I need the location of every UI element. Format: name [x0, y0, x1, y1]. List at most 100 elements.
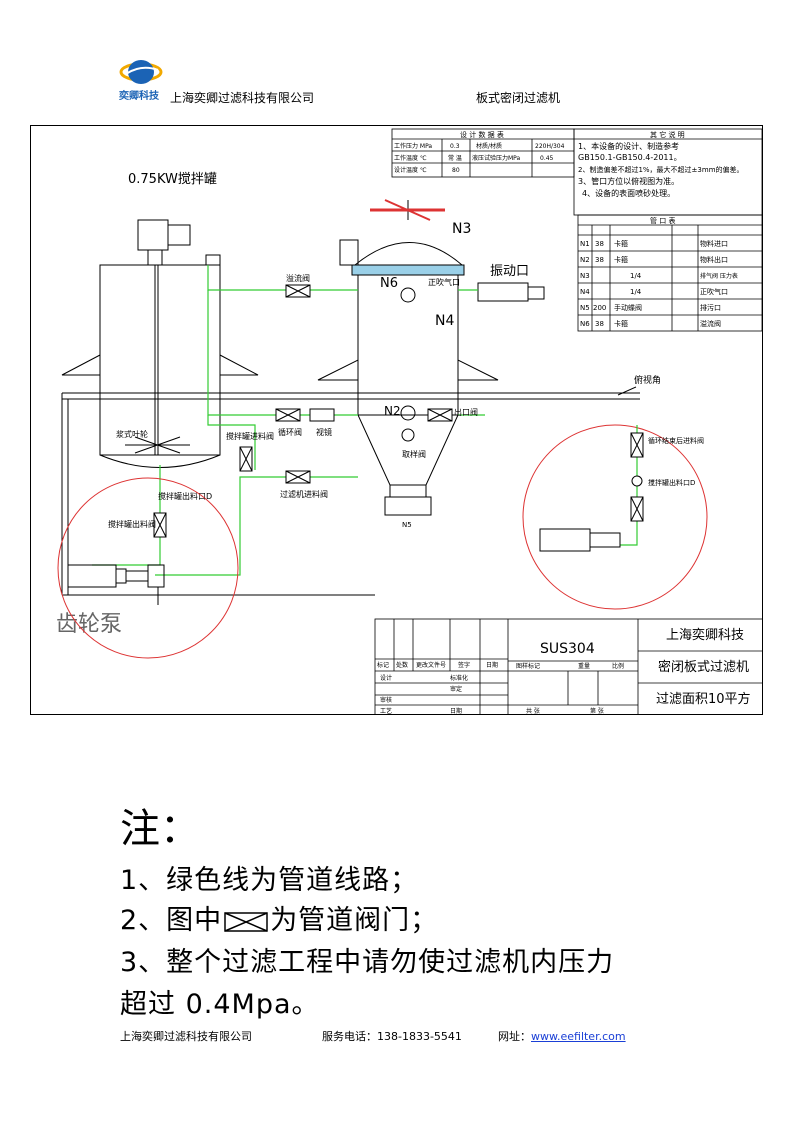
svg-text:工作温度 ℃: 工作温度 ℃ [394, 154, 427, 162]
stirring-tank [61, 219, 259, 468]
n4-label: N4 [435, 313, 454, 329]
outlet-valve-label: 出口阀 [454, 407, 478, 417]
svg-text:更改文件号: 更改文件号 [416, 661, 446, 669]
nozzle-table [577, 214, 763, 332]
svg-text:1/4: 1/4 [630, 272, 642, 280]
filter-inlet-valve-label: 过滤机进料阀 [280, 489, 328, 499]
valves [153, 284, 453, 538]
n3-label: N3 [452, 221, 471, 237]
svg-text:物料出口: 物料出口 [700, 255, 728, 264]
circulation-valve [275, 408, 301, 422]
design-table-title: 设 计 数 据 表 [460, 130, 504, 139]
company-logo [118, 56, 164, 100]
footer-phone: 服务电话：138-1833-5541 [322, 1030, 462, 1043]
process-drawing: 0.75KW搅拌罐 浆式叶轮 N3 N6 N4 N2 N5 正吹气口 振动口 取… [30, 125, 764, 716]
gear-pump [67, 564, 165, 605]
stirrer-label: 浆式叶轮 [116, 429, 148, 439]
note-line-3: 3、整个过滤工程中请勿使过滤机内压力 [120, 947, 615, 978]
svg-text:签字: 签字 [458, 661, 470, 669]
footer-website: 网址：www.eefilter.com [498, 1030, 626, 1043]
svg-text:工作压力 MPa: 工作压力 MPa [394, 142, 432, 150]
svg-text:处数: 处数 [396, 661, 408, 669]
svg-text:日期: 日期 [486, 661, 498, 669]
svg-text:溢流阀: 溢流阀 [700, 319, 721, 328]
svg-text:手动蝶阀: 手动蝶阀 [614, 303, 642, 312]
top-view-label: 俯视角 [634, 374, 661, 386]
sight-glass [309, 408, 335, 422]
svg-text:38: 38 [595, 256, 604, 264]
title-product: 密闭板式过滤机 [658, 659, 749, 675]
svg-text:设计温度 ℃: 设计温度 ℃ [394, 166, 427, 174]
svg-text:220H/304: 220H/304 [535, 143, 565, 150]
svg-text:N3: N3 [580, 272, 590, 280]
svg-text:液压试验压力MPa: 液压试验压力MPa [472, 154, 521, 162]
svg-text:日期: 日期 [450, 707, 462, 715]
n6-label: N6 [380, 276, 398, 291]
material-label: SUS304 [540, 641, 595, 657]
note-line-4: 超过 0.4Mpa。 [120, 989, 320, 1020]
svg-text:80: 80 [452, 167, 460, 174]
svg-text:1、本设备的设计、制造参考: 1、本设备的设计、制造参考 [578, 141, 679, 151]
header-product: 板式密闭过滤机 [476, 91, 561, 105]
svg-text:共 张: 共 张 [526, 707, 540, 715]
svg-text:0.45: 0.45 [540, 155, 554, 162]
svg-text:重量: 重量 [578, 662, 590, 670]
svg-text:图样标记: 图样标记 [516, 662, 540, 670]
overflow-valve [285, 284, 311, 298]
svg-text:审定: 审定 [450, 685, 462, 693]
svg-text:38: 38 [595, 240, 604, 248]
svg-text:N6: N6 [580, 320, 590, 328]
svg-text:4、设备的表面喷砂处理。: 4、设备的表面喷砂处理。 [582, 188, 675, 198]
svg-text:卡箍: 卡箍 [614, 239, 628, 248]
svg-text:第 张: 第 张 [590, 707, 604, 715]
svg-text:N4: N4 [580, 288, 590, 296]
svg-text:GB150.1-GB150.4-2011。: GB150.1-GB150.4-2011。 [578, 153, 682, 162]
svg-text:N5: N5 [580, 304, 590, 312]
tank-outlet-valve [153, 512, 167, 538]
footer-company: 上海奕卿过滤科技有限公司 [120, 1030, 252, 1043]
detail-circle-pump [57, 477, 239, 659]
svg-text:卡箍: 卡箍 [614, 255, 628, 264]
notes-title: 注： [120, 806, 200, 852]
filter-inlet-valve [285, 470, 311, 484]
svg-text:常 温: 常 温 [448, 154, 462, 162]
tank-outlet-label: 搅拌罐出料口D [158, 491, 212, 501]
sampling-valve-label: 取样阀 [402, 449, 426, 459]
tank-inlet-valve-label: 搅拌罐进料阀 [226, 431, 274, 441]
overflow-valve-label: 溢流阀 [286, 273, 310, 283]
svg-text:审核: 审核 [380, 696, 392, 704]
detail-circ-valve-label: 循环结束后进料阀 [648, 436, 704, 445]
title-area: 过滤面积10平方 [656, 691, 751, 707]
svg-text:3、管口方位以俯视图为准。: 3、管口方位以俯视图为准。 [578, 176, 679, 186]
title-company: 上海奕卿科技 [666, 627, 744, 643]
gear-pump-label: 齿轮泵 [56, 612, 122, 637]
tank-outlet-valve-label: 搅拌罐出料阀 [108, 519, 156, 529]
note-line-2: 2、图中为管道阀门； [120, 905, 439, 936]
website-link[interactable]: www.eefilter.com [531, 1030, 626, 1043]
svg-text:1/4: 1/4 [630, 288, 642, 296]
svg-text:卡箍: 卡箍 [614, 319, 628, 328]
valve-symbol-icon [224, 911, 268, 932]
svg-text:设计: 设计 [380, 674, 392, 682]
detail-circle-top-view [522, 424, 708, 610]
svg-text:工艺: 工艺 [380, 707, 392, 715]
logo-text: 奕卿科技 [119, 91, 159, 102]
n5-label: N5 [402, 521, 412, 529]
svg-text:0.3: 0.3 [450, 143, 460, 150]
svg-text:38: 38 [595, 320, 604, 328]
svg-text:排气阀 压力表: 排气阀 压力表 [700, 272, 738, 280]
svg-text:材质/材质: 材质/材质 [476, 142, 502, 150]
tank-inlet-valve [239, 446, 253, 472]
vibration-port-label: 振动口 [490, 264, 529, 279]
svg-text:比例: 比例 [612, 662, 624, 670]
motor-label: 0.75KW搅拌罐 [128, 171, 217, 187]
outlet-valve [427, 408, 453, 422]
design-data-table [391, 128, 575, 178]
filter-vessel [317, 199, 545, 516]
svg-text:物料进口: 物料进口 [700, 239, 728, 248]
note-line-1: 1、绿色线为管道线路； [120, 865, 419, 896]
svg-text:排污口: 排污口 [700, 303, 721, 312]
n2-label: N2 [384, 404, 401, 418]
svg-text:2、制造偏差不超过1%，最大不超过±3mm的偏差。: 2、制造偏差不超过1%，最大不超过±3mm的偏差。 [578, 165, 744, 174]
detail-outlet-label: 搅拌罐出料口D [648, 478, 695, 487]
